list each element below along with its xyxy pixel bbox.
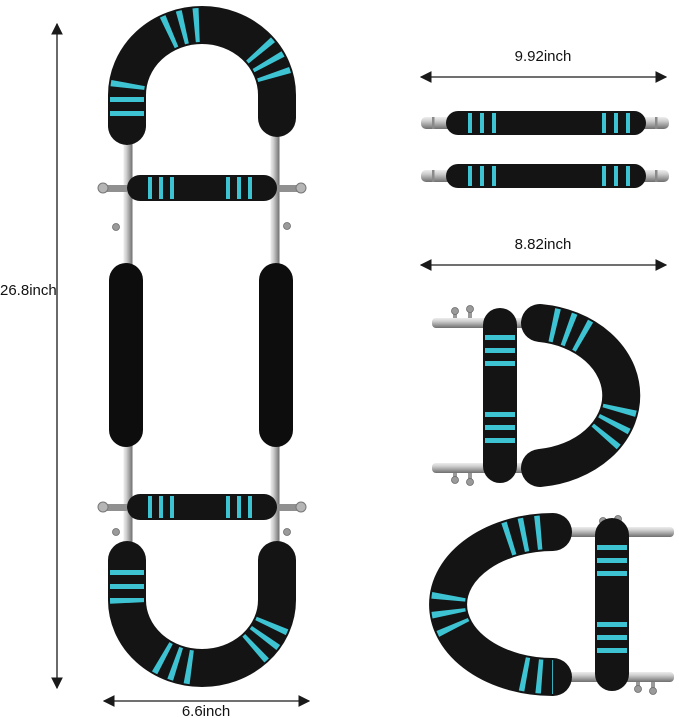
- bottom-u-foam-handle: [108, 541, 296, 687]
- curved-piece2-c-foam: [429, 513, 572, 696]
- bottom-u-teal-stripes: [110, 560, 294, 685]
- bar-length-dimension-label: 9.92inch: [514, 48, 572, 65]
- grip-clamp-knobs: [97, 182, 307, 513]
- curved-piece-top-screws: [451, 305, 474, 486]
- straight-bar-top: [421, 111, 669, 135]
- straight-bar-bottom: [421, 164, 669, 188]
- folded-width-dimension-label: 8.82inch: [514, 236, 572, 253]
- height-dimension-label: 26.8inch: [0, 282, 57, 299]
- curved-piece-opening-right: [429, 513, 674, 696]
- top-u-foam-handle: [108, 6, 296, 145]
- curved-piece-c-foam: [521, 304, 641, 487]
- width-dimension-label: 6.6inch: [181, 703, 231, 718]
- curved-piece-opening-left: [432, 304, 641, 487]
- assembled-pullup-bar: [97, 6, 307, 687]
- tube-adjustment-bolts: [112, 222, 291, 536]
